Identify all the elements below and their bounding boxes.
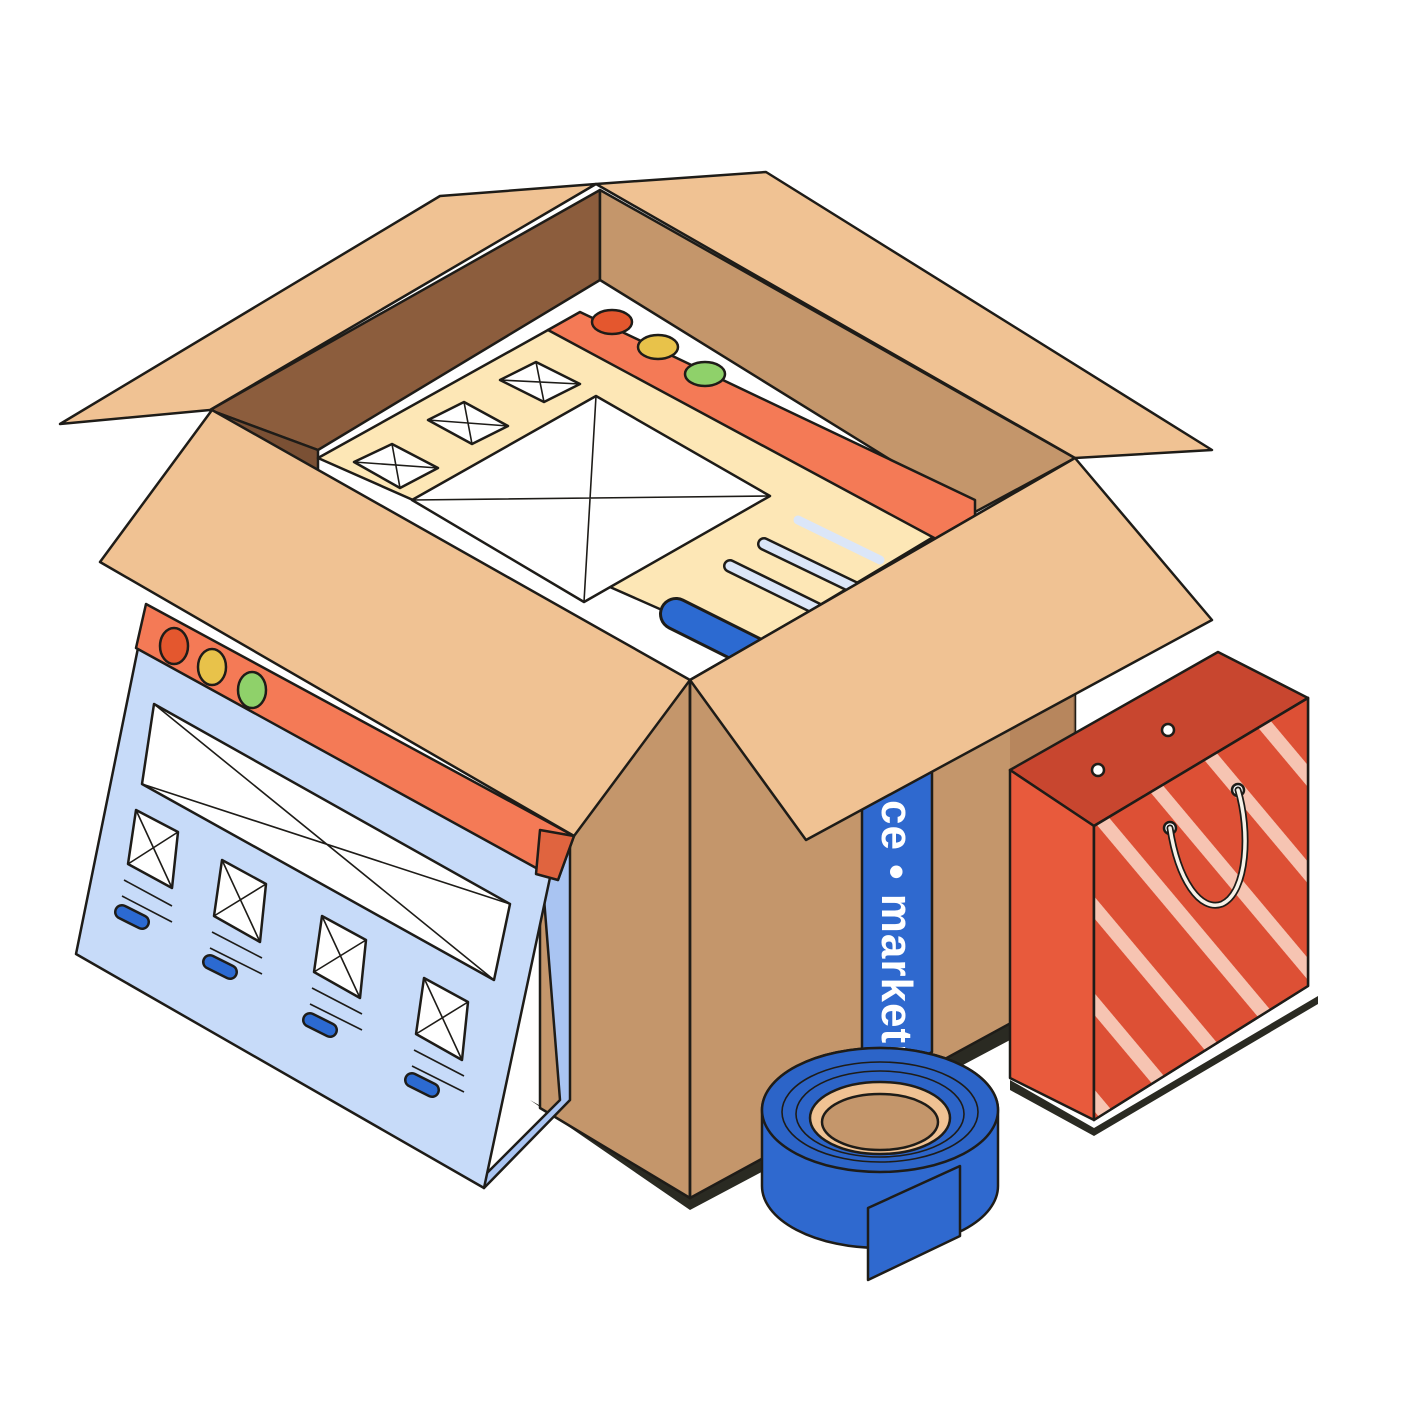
minimize-dot [196, 647, 228, 687]
window-control-dots [590, 308, 727, 388]
image-placeholder-icon [352, 442, 440, 490]
maximize-dot [683, 360, 727, 388]
tape-strip: ce • marketpl [860, 762, 934, 1096]
thumbnail-placeholders [352, 360, 582, 490]
minimize-dot [636, 333, 680, 361]
close-dot [158, 626, 190, 666]
hero-image-placeholder-icon [410, 394, 772, 604]
box-front-flaps [98, 408, 1214, 842]
tape-label: ce • marketpl [872, 800, 921, 1085]
product-card [302, 914, 368, 1038]
banner-image-placeholder-icon [140, 702, 512, 982]
image-placeholder-icon [498, 360, 582, 404]
close-dot [590, 308, 634, 336]
product-card [202, 858, 268, 980]
shopping-bag [1008, 650, 1310, 1122]
tape-roll [760, 1046, 1000, 1282]
maximize-dot [236, 670, 268, 710]
window-control-dots [158, 626, 268, 710]
storefront-window [74, 602, 576, 1190]
image-placeholder-icon [426, 400, 510, 446]
product-card [114, 808, 180, 930]
box-back-flaps [58, 170, 1214, 460]
product-card [404, 976, 470, 1098]
